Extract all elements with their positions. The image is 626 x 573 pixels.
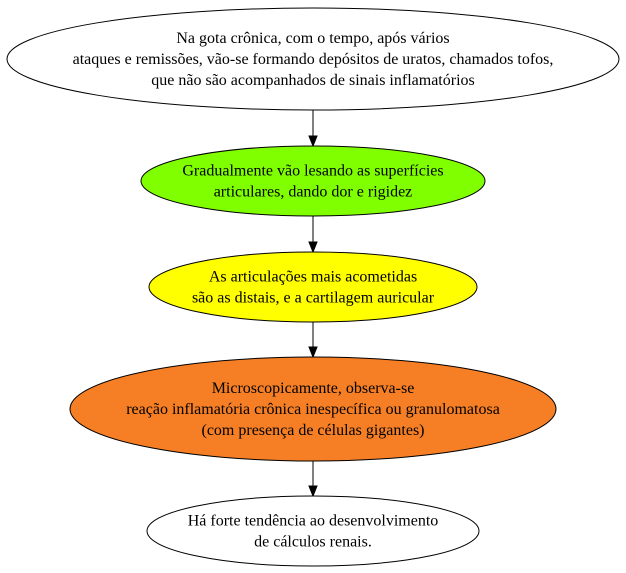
node-text-line: que não são acompanhados de sinais infla… [151,72,474,89]
arrowhead-icon [308,135,318,148]
node-text-line: reação inflamatória crônica inespecífica… [126,401,500,418]
node-microscopia: Microscopicamente, observa-se reação infl… [69,356,557,462]
node-ellipse [6,7,620,111]
node-text-line: Há forte tendência ao desenvolvimento [188,513,439,530]
node-articulacoes: As articulações mais acometidas são as di… [148,251,478,323]
node-text-line: Microscopicamente, observa-se [212,380,415,397]
node-text-line: de cálculos renais. [254,534,372,551]
node-text-line: Na gota crônica, com o tempo, após vário… [176,30,449,47]
node-ellipse [148,251,478,323]
nodes-layer: Na gota crônica, com o tempo, após vário… [6,7,620,567]
edges-layer [308,110,318,498]
arrowhead-icon [308,241,318,254]
arrowhead-icon [308,346,318,359]
node-ellipse [140,145,486,217]
arrowhead-icon [308,485,318,498]
node-text-line: As articulações mais acometidas [209,269,417,286]
node-text-line: Gradualmente vão lesando as superfícies [182,163,443,180]
node-calculos: Há forte tendência ao desenvolvimento de … [146,495,480,567]
node-text-line: (com presença de células gigantes) [201,422,424,439]
node-text-line: ataques e remissões, vão-se formando dep… [73,51,554,68]
node-ellipse [69,356,557,462]
node-text-line: articulares, dando dor e rigidez [214,184,413,201]
node-text-line: são as distais, e a cartilagem auricular [192,290,435,307]
node-gota-cronica: Na gota crônica, com o tempo, após vário… [6,7,620,111]
node-ellipse [146,495,480,567]
node-lesando: Gradualmente vão lesando as superfícies a… [140,145,486,217]
